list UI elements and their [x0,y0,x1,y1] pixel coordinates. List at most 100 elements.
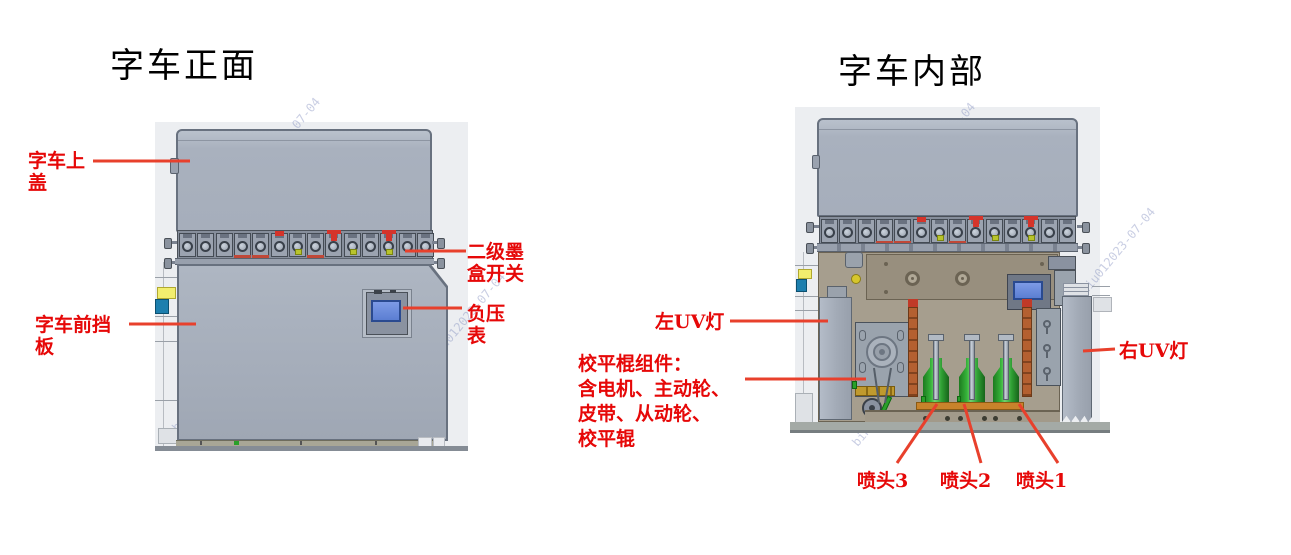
bolt-dot [982,416,987,421]
keyhole-slot [1043,320,1051,334]
valve-knob [915,227,927,238]
valve-red-switch [1024,216,1039,227]
valve-yellow-mark [1028,235,1036,241]
rail-line [795,310,818,311]
valve-tab [898,220,908,224]
gauge-back-screen [1013,281,1043,300]
valve-knob [328,241,340,252]
valve-tab [879,220,889,224]
rail-box [1093,297,1112,312]
valve-tab [256,234,266,238]
valve-tab [402,234,412,238]
valve-tab [274,234,284,238]
valve-tab [201,234,211,238]
floor-band [790,422,1110,430]
left-uv-lamp [819,297,852,420]
valve-tab [861,220,871,224]
valve-yellow-mark [386,249,394,255]
cover-seam [178,140,430,141]
strip-pin [1077,222,1090,233]
plate-slot [859,330,866,341]
strip-pin [432,258,445,269]
valve-red-base [307,255,325,258]
rail-line [795,296,818,297]
head-rod [1003,340,1009,400]
ink-valve [325,230,343,257]
bolt-dot [945,416,950,421]
ink-valve [821,219,838,243]
ink-valve [985,219,1003,243]
plate-screw [1040,262,1044,266]
valve-knob [273,241,285,252]
valve-tab [366,234,375,238]
green-indicator [234,441,239,445]
ink-valve [967,216,985,243]
rail-yellow-block [157,287,176,299]
strip-pin [164,238,177,249]
rail-line [155,316,177,317]
gauge-tab [390,290,396,293]
valve-knob [419,241,431,252]
green-part [852,381,857,389]
carriage-top-cover [176,129,432,232]
valve-tab [843,220,853,224]
ink-valve-strip [177,230,434,259]
valve-red-base [252,255,270,258]
label-left-uv: 左UV灯 [655,311,725,333]
rail-blue-block [155,299,169,314]
valve-knob [952,227,964,238]
valve-yellow-mark [991,235,999,241]
motor-shaft [879,349,885,355]
valve-tab [219,234,229,238]
right-diagram-title: 字车内部 [838,52,986,92]
head-rod [969,340,975,400]
plate-boss [905,271,920,286]
ink-valve [288,233,306,257]
driven-pulley-hub [869,405,875,411]
valve-tab [825,220,834,224]
keyhole-slot [1043,344,1051,358]
rail-line [1092,295,1110,296]
ink-valve [857,219,875,243]
floor-line [790,430,1110,433]
label-top-cover: 字车上 盖 [28,150,86,194]
base-mark [300,441,302,445]
valve-tab [420,234,430,238]
ink-valve [1040,219,1058,243]
ink-valve [1058,219,1076,243]
label-right-uv: 右UV灯 [1119,340,1189,362]
valve-knob [236,241,248,252]
strip-pin [806,222,819,233]
label-head-3: 喷头3 [857,470,909,492]
carriage-top-cover-inner-view [817,118,1078,217]
plate-screw [884,262,888,266]
valve-tab [237,234,247,238]
ink-valve [949,219,967,244]
valve-yellow-mark [349,249,357,255]
rail-yellow-block [798,269,812,279]
belt-gold-strip [855,386,895,396]
bolt-dot [923,416,928,421]
valve-knob [218,241,230,252]
valve-knob [310,241,322,252]
lamp-ladder [1063,283,1089,298]
label-ink-switch: 二级墨 盒开关 [467,241,525,285]
valve-knob [897,227,909,238]
rail-line [1092,286,1110,287]
base-mark [375,441,377,445]
valve-tab [1062,220,1072,224]
valve-knob [1007,227,1018,238]
valve-tab [292,234,302,238]
valve-knob [878,227,890,238]
left-diagram-title: 字车正面 [110,46,258,86]
head-cap [964,334,980,341]
bolt-dot [1017,416,1022,421]
valve-tab [989,220,999,224]
valve-red-switch [969,216,984,227]
rail-line [155,277,177,278]
valve-knob [842,227,854,238]
cover-seam [819,129,1076,130]
valve-tab [1008,220,1017,224]
rail-line [155,400,177,401]
print-head-1 [993,334,1019,406]
